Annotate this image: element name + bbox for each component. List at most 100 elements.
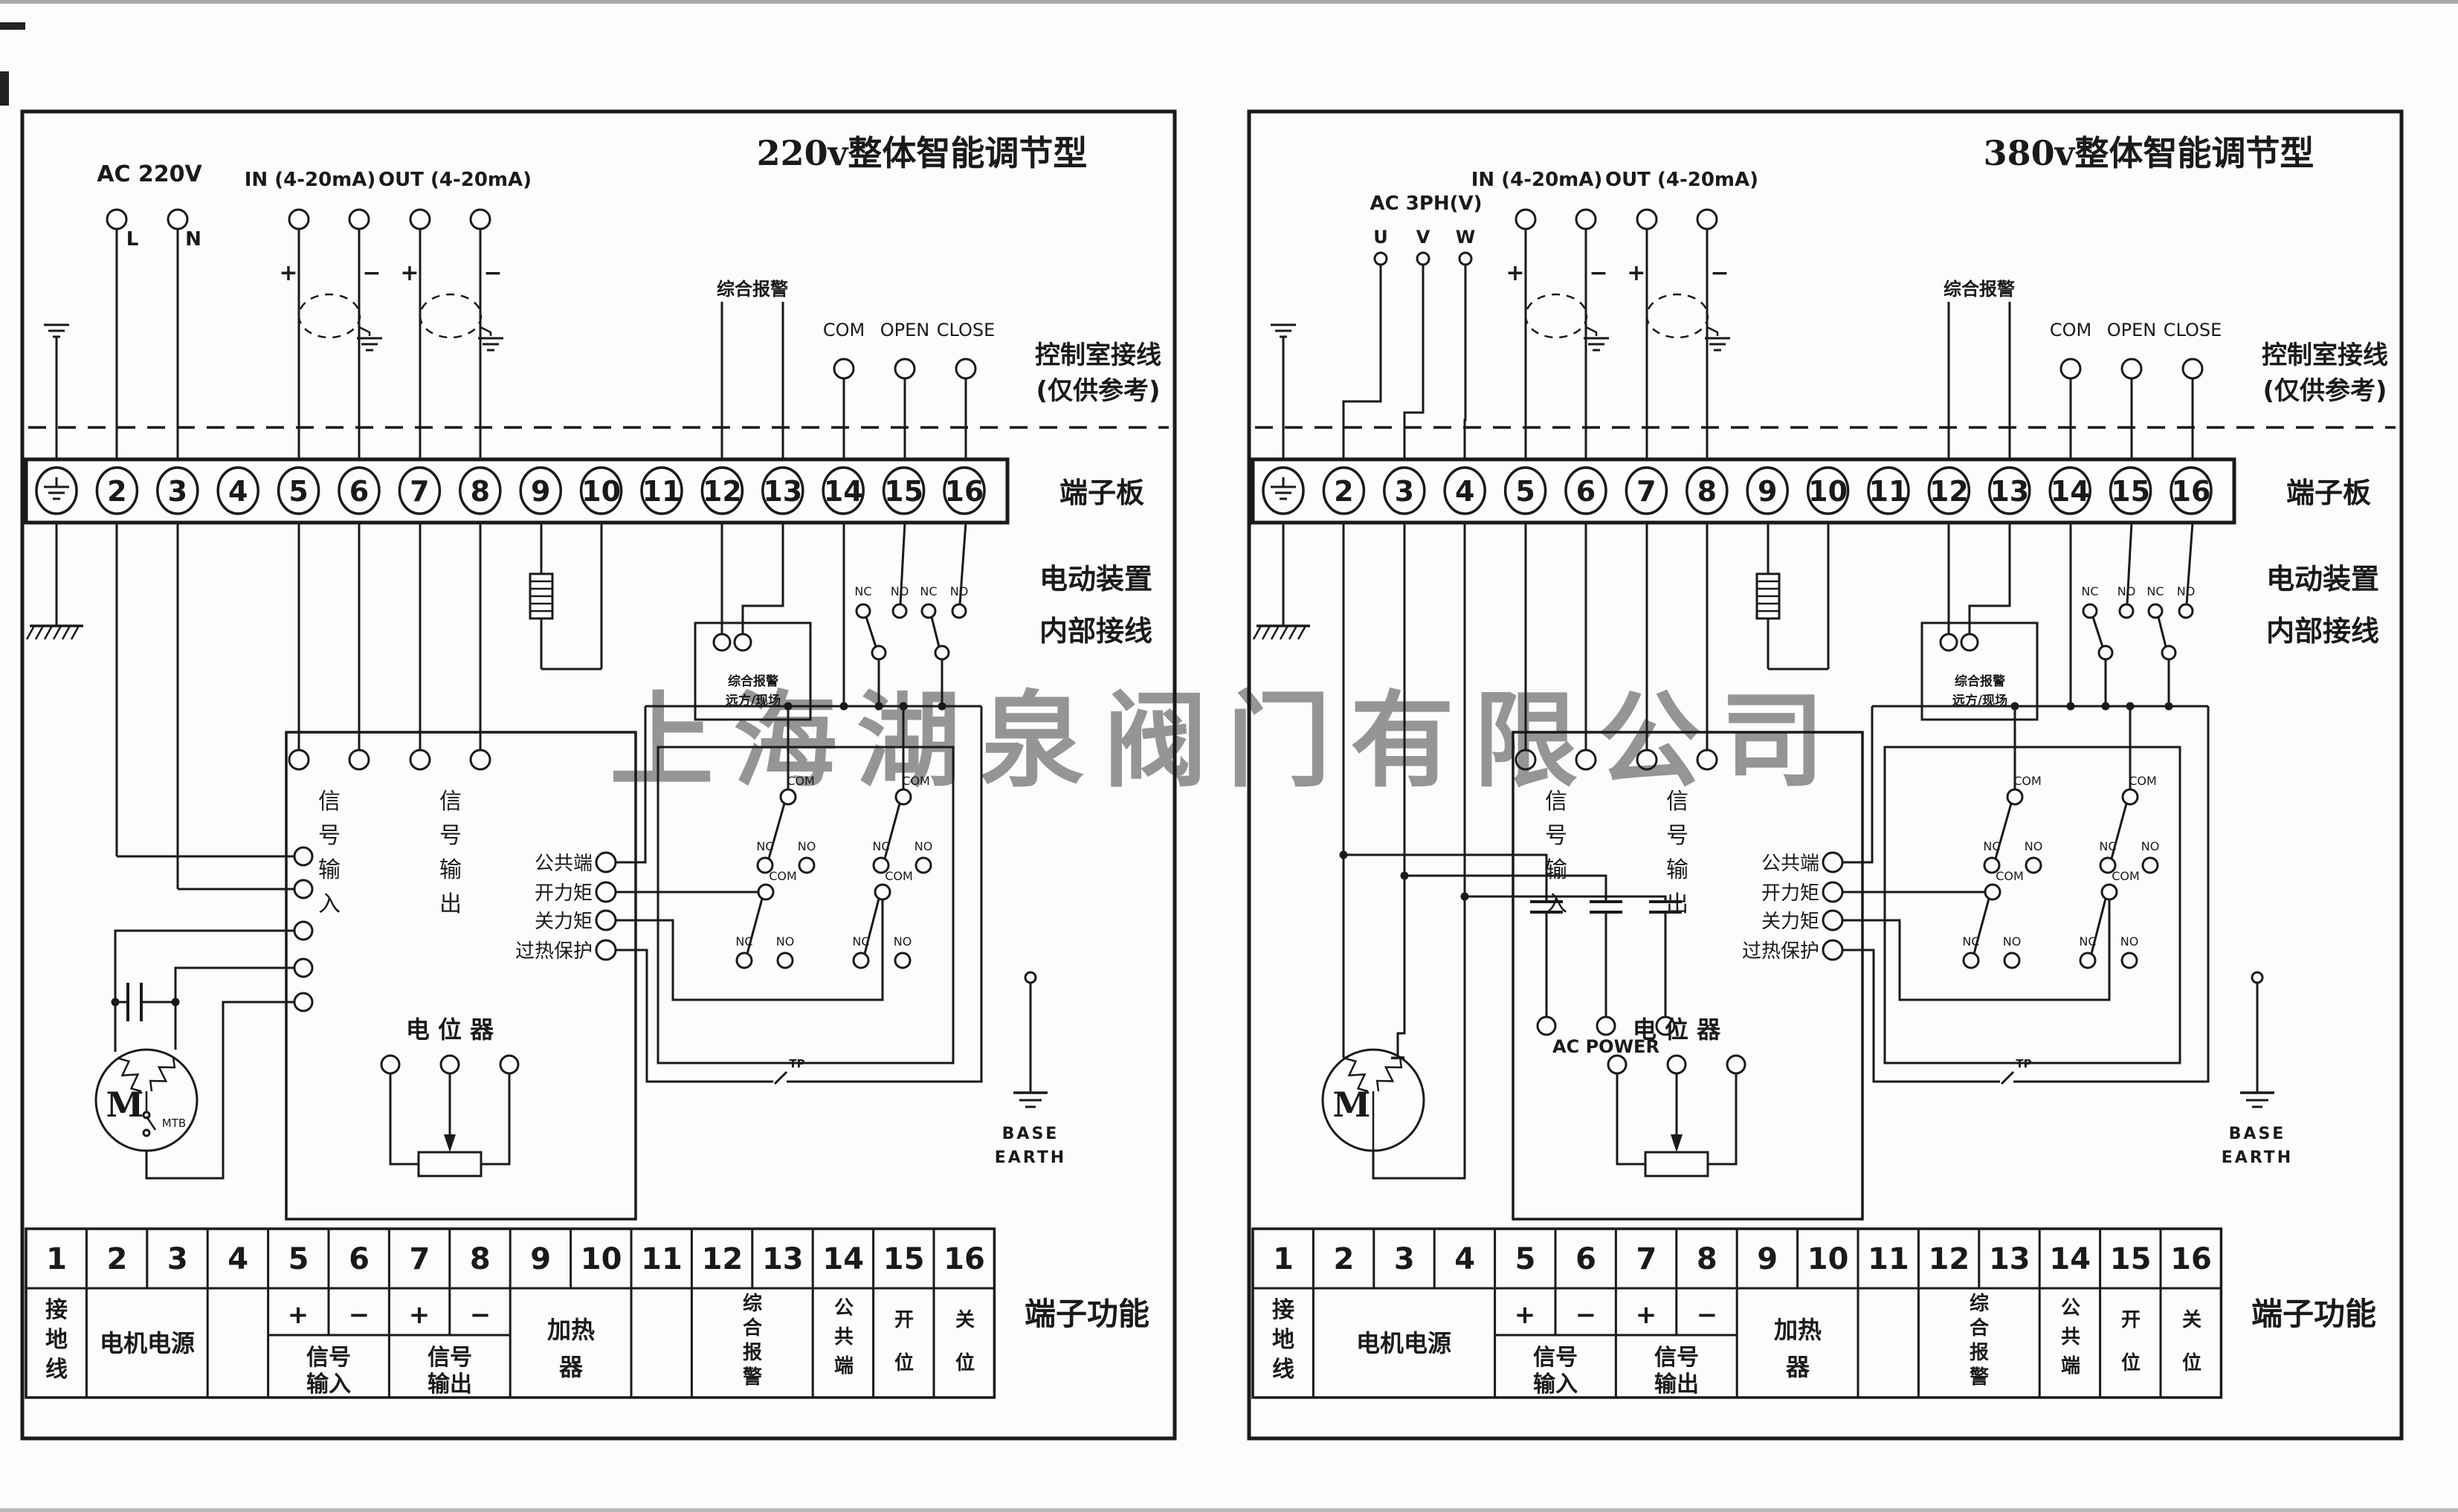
no-label: NO (2117, 584, 2136, 598)
table-common-cell-char-1: 共 (2061, 1326, 2080, 1348)
table-number-4: 4 (228, 1242, 248, 1276)
mtb-thermal-switch: MTB (142, 1111, 186, 1137)
board-terminal-number-11: 11 (1869, 475, 1909, 508)
no-label: NO (2177, 584, 2196, 598)
com-switch-label: COM (885, 869, 913, 883)
table-ground-wire-cell: 接地线 (1272, 1297, 1294, 1383)
tp-thermal-contact: TP (773, 706, 983, 1085)
signal-terminal-1 (288, 208, 310, 230)
table-alarm-cell-char-3: 警 (743, 1366, 762, 1389)
overheat-protect-label: 过热保护 (515, 940, 593, 963)
motor-capacitor (115, 983, 175, 1021)
box-signal-terminal-2 (348, 749, 370, 771)
box-left-terminal-5 (293, 992, 314, 1012)
terminal-circle (934, 644, 950, 661)
com-switch-label: COM (1996, 869, 2024, 883)
open-terminal (894, 358, 916, 380)
mtb-label: MTB (162, 1117, 186, 1130)
board-terminal-14 (822, 466, 865, 515)
com-switch-label: COM (902, 774, 930, 788)
board-earth-glyph (1271, 477, 1296, 500)
terminal-circle (2097, 644, 2114, 661)
shield-drain-earth (1705, 326, 1730, 352)
table-common-cell-char-2: 端 (2061, 1355, 2080, 1377)
alarm-top-label: 综合报警 (1944, 279, 2015, 300)
terminal-circle (735, 952, 753, 969)
box-signal-terminal-4 (469, 749, 491, 771)
board-terminal-13 (1988, 466, 2031, 515)
shield-drain-earth (1584, 326, 1609, 352)
table-signal-out-cell-line-1: 信号 (428, 1345, 472, 1371)
table-number-9: 9 (1757, 1242, 1778, 1276)
terminal-circle (1822, 881, 1844, 903)
table-alarm-cell-char-0: 综 (743, 1292, 762, 1315)
terminal-circle (1726, 1054, 1746, 1075)
nc-label: NC (2079, 934, 2096, 949)
table-common-cell-char-0: 公 (2061, 1297, 2080, 1319)
board-terminal-3 (1383, 466, 1426, 515)
board-terminal-number-3: 3 (168, 475, 187, 508)
in-4-20ma-label: IN (4-20mA) (245, 169, 376, 191)
potentiometer-wiper-arrow (1671, 1134, 1683, 1152)
table-close-pos-cell: 关位 (955, 1309, 975, 1374)
phase-v-terminal (1416, 251, 1430, 266)
board-terminal-number-13: 13 (763, 475, 802, 508)
box-signal-terminal-1 (1515, 749, 1537, 771)
board-terminal-1 (1262, 466, 1305, 515)
table-number-12: 12 (702, 1242, 743, 1276)
table-number-5: 5 (1515, 1242, 1536, 1276)
signal-input-vertical-label-char-1: 号 (318, 823, 341, 849)
com-switch-label: COM (2129, 774, 2157, 788)
open-torque-label: 开力矩 (535, 882, 593, 905)
box-signal-terminal-4 (1696, 749, 1718, 771)
board-terminal-number-4: 4 (228, 475, 248, 508)
terminal-circle (2121, 788, 2139, 806)
box-signal-terminal-1 (288, 749, 310, 771)
board-terminal-number-10: 10 (1808, 475, 1848, 508)
no-label: NO (2120, 934, 2139, 949)
box-left-terminal-2 (293, 879, 314, 899)
common-terminal-label: 公共端 (1761, 853, 1819, 875)
board-terminal-number-5: 5 (288, 475, 308, 508)
table-number-13: 13 (1989, 1242, 2030, 1276)
board-terminal-10 (1806, 466, 1850, 515)
table-open-pos-cell-char-1: 位 (2121, 1351, 2141, 1374)
alarm-box-terminal-2 (1960, 633, 1979, 652)
table-in-minus: − (1575, 1300, 1597, 1330)
table-number-8: 8 (1697, 1242, 1717, 1276)
signal-output-vertical-label-char-0: 信 (439, 789, 462, 815)
table-out-minus: − (470, 1300, 491, 1330)
table-number-8: 8 (470, 1242, 491, 1276)
signal-terminal-3 (409, 208, 431, 230)
table-number-1: 1 (46, 1242, 67, 1276)
board-terminal-number-7: 7 (410, 475, 429, 508)
board-terminal-5 (277, 466, 320, 515)
terminal-circle (2120, 952, 2138, 969)
table-close-pos-cell-char-0: 关 (955, 1309, 975, 1331)
capacitor-bank (1339, 850, 1682, 1017)
table-out-minus: − (1697, 1300, 1718, 1330)
ac-power-terminal-3 (1655, 1015, 1676, 1036)
terminal-circle (915, 856, 932, 874)
terminal-circle (2141, 856, 2159, 874)
board-terminal-number-6: 6 (1576, 475, 1596, 508)
terminal-circle (874, 883, 891, 901)
com-terminal (833, 358, 855, 380)
signal-output-vertical-label-char-3: 出 (439, 891, 462, 917)
ac-power-terminal-1 (1536, 1015, 1557, 1036)
alarm-box-label-1: 综合报警 (1955, 673, 2005, 689)
terminal-circle (380, 1054, 401, 1075)
terminal-circle (2099, 856, 2117, 874)
out-plus-label: + (400, 260, 419, 286)
close-terminal (2181, 358, 2204, 380)
